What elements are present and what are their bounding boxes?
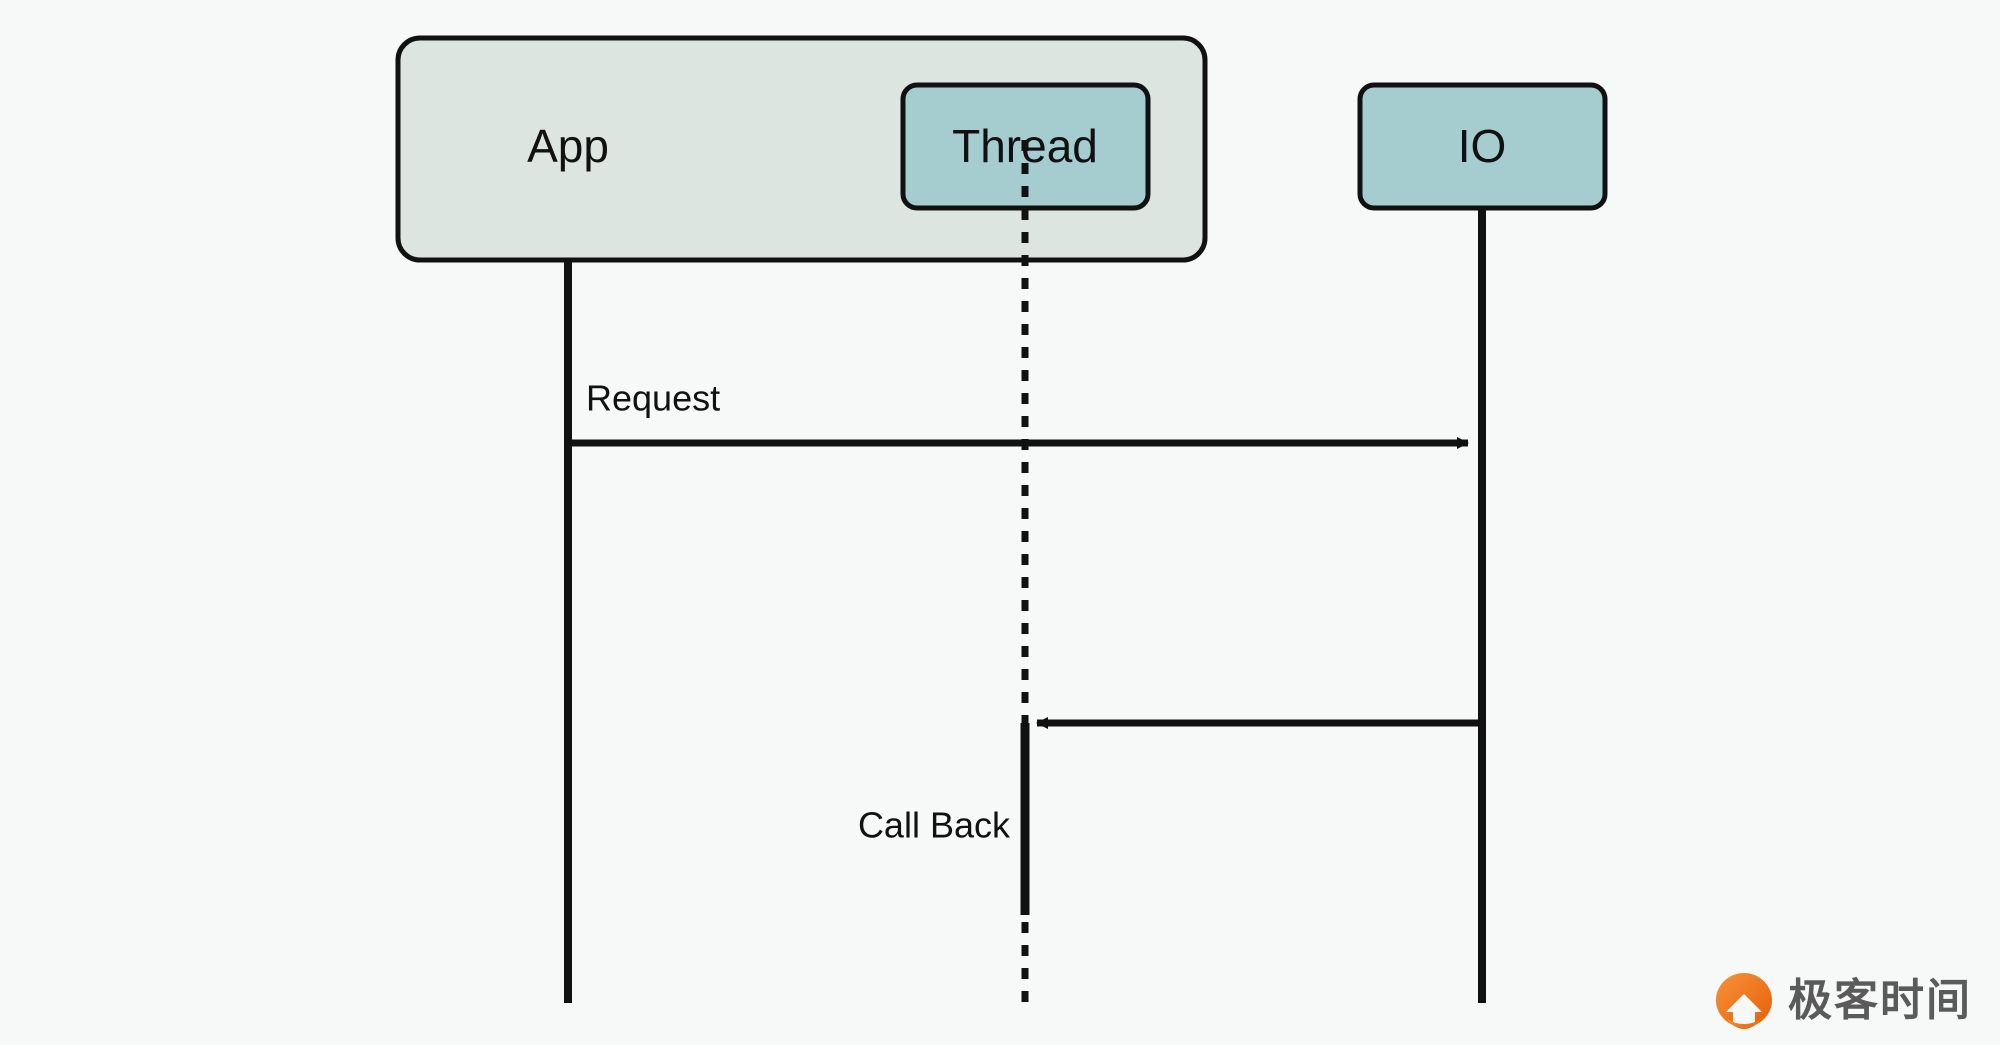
message-label-callback: Call Back [858, 805, 1011, 846]
group-label-app: App [527, 120, 609, 172]
message-label-request: Request [586, 378, 720, 419]
brand-watermark: 极客时间 [1714, 971, 1972, 1031]
node-label-io: IO [1458, 120, 1507, 172]
brand-name: 极客时间 [1788, 976, 1972, 1025]
geektime-pin-logo-icon [1716, 973, 1772, 1029]
